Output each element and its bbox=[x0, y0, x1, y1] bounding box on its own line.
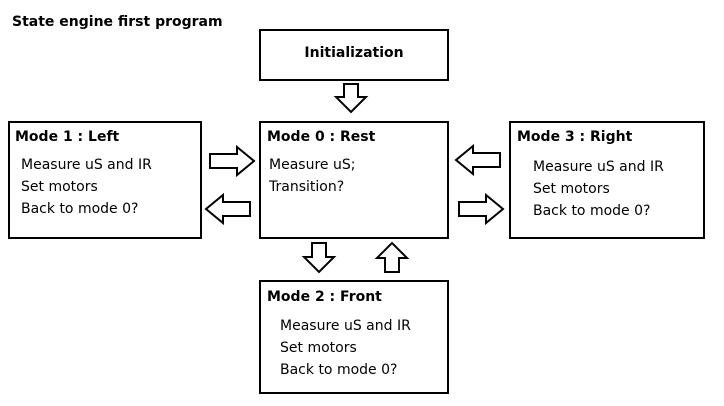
mode-3-line-3: Back to mode 0? bbox=[533, 203, 651, 219]
arrow-mode-0-to-mode-2 bbox=[301, 242, 337, 274]
arrow-mode-0-to-mode-1 bbox=[204, 192, 251, 226]
arrow-init-to-mode-0 bbox=[333, 83, 369, 114]
mode-0-line-1: Measure uS; bbox=[269, 157, 356, 173]
mode-2-heading: Mode 2 : Front bbox=[267, 289, 382, 305]
mode-1-line-1: Measure uS and IR bbox=[21, 157, 152, 173]
mode-0-heading: Mode 0 : Rest bbox=[267, 129, 376, 145]
mode-0-line-2: Transition? bbox=[269, 179, 345, 195]
mode-1-heading: Mode 1 : Left bbox=[15, 129, 120, 145]
initialization-label: Initialization bbox=[304, 45, 404, 61]
mode-0-box: Mode 0 : Rest Measure uS; Transition? bbox=[259, 121, 449, 239]
mode-2-line-1: Measure uS and IR bbox=[280, 318, 411, 334]
initialization-box: Initialization bbox=[259, 29, 449, 81]
mode-1-line-2: Set motors bbox=[21, 179, 98, 195]
arrow-mode-0-to-mode-3 bbox=[458, 192, 505, 226]
mode-3-heading: Mode 3 : Right bbox=[517, 129, 633, 145]
mode-3-line-1: Measure uS and IR bbox=[533, 159, 664, 175]
mode-2-line-2: Set motors bbox=[280, 340, 357, 356]
arrow-mode-3-to-mode-0 bbox=[454, 143, 501, 177]
mode-1-line-3: Back to mode 0? bbox=[21, 201, 139, 217]
arrow-mode-1-to-mode-0 bbox=[209, 144, 256, 178]
mode-2-box: Mode 2 : Front Measure uS and IR Set mot… bbox=[259, 280, 449, 394]
mode-3-box: Mode 3 : Right Measure uS and IR Set mot… bbox=[509, 121, 705, 239]
mode-3-line-2: Set motors bbox=[533, 181, 610, 197]
mode-1-box: Mode 1 : Left Measure uS and IR Set moto… bbox=[8, 121, 202, 239]
diagram-title: State engine first program bbox=[12, 14, 223, 30]
arrow-mode-2-to-mode-0 bbox=[374, 241, 410, 273]
mode-2-line-3: Back to mode 0? bbox=[280, 362, 398, 378]
